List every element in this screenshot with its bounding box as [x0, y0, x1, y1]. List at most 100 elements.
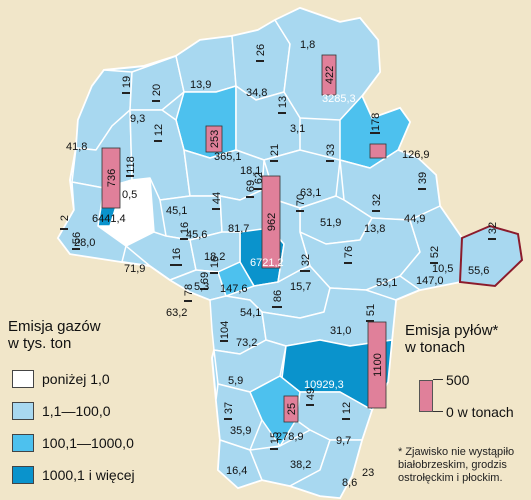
gas-value-label: 34,8 — [246, 87, 267, 99]
gas-value-label: 18,2 — [204, 251, 225, 263]
dust-value-label: 12 — [153, 124, 165, 136]
gas-value-label: 6721,2 — [250, 257, 284, 269]
gas-value-label: 18,1 — [240, 165, 261, 177]
dust-bar — [256, 60, 264, 62]
gas-value-label: 63,2 — [166, 307, 187, 319]
gas-value-label: 35,9 — [230, 425, 251, 437]
dust-bar — [224, 418, 232, 420]
gas-legend-title: Emisja gazów w tys. ton — [8, 318, 101, 352]
dust-bar — [212, 208, 220, 210]
dust-value-label: 39 — [417, 172, 429, 184]
dust-value-label: 52 — [429, 246, 441, 258]
gas-value-label: 3285,3 — [322, 93, 356, 105]
dust-bar — [344, 262, 352, 264]
dust-value-label: 104 — [219, 321, 231, 339]
gas-value-label: 16,4 — [226, 465, 247, 477]
gas-legend-title-line1: Emisja gazów — [8, 318, 101, 335]
dust-bar — [72, 248, 80, 250]
dust-bar — [126, 175, 134, 177]
footnote: * Zjawisko nie wystąpiło białobrzeskim, … — [398, 446, 514, 485]
dust-bar — [254, 188, 262, 190]
dust-bars — [60, 54, 496, 450]
gas-value-label: 31,0 — [330, 325, 351, 337]
dust-value-label: 178 — [370, 113, 382, 131]
gas-value-label: 147,0 — [416, 275, 444, 287]
highlighted-district-border — [458, 224, 524, 288]
dust-value-label: 78 — [183, 284, 195, 296]
dust-bar — [270, 160, 278, 162]
dust-legend-zero: 0 w tonach — [446, 404, 514, 420]
dust-bar — [366, 320, 374, 322]
dust-bar — [300, 270, 310, 272]
gas-value-label: 41,8 — [66, 141, 87, 153]
gas-value-label: 9,3 — [130, 113, 145, 125]
dust-value-label: 62 — [253, 172, 265, 184]
gas-value-label: 73,2 — [236, 337, 257, 349]
gas-value-label: 53,1 — [376, 277, 397, 289]
gas-legend-label: 1000,1 i więcej — [42, 467, 135, 483]
dust-legend-max: 500 — [446, 372, 470, 388]
dust-bar — [430, 262, 438, 264]
gas-legend-swatch — [12, 434, 34, 452]
gas-legend-label: 1,1—100,0 — [42, 403, 111, 419]
gas-value-label: 1,8 — [300, 39, 315, 51]
dust-value-label: 86 — [272, 290, 284, 302]
footnote-line2: białobrzeskim, grodzis — [398, 459, 507, 471]
dust-bar — [272, 306, 282, 308]
gas-value-label: 44,9 — [404, 213, 425, 225]
dust-value-label: 37 — [223, 402, 235, 414]
gas-legend-swatch — [12, 466, 34, 484]
gas-value-label: 13,9 — [190, 79, 211, 91]
dust-bar — [210, 272, 218, 274]
dust-value-label: 15 — [269, 432, 281, 444]
dust-bar — [154, 140, 162, 142]
gas-legend-swatch — [12, 370, 34, 388]
gas-value-label: 278,9 — [276, 431, 304, 443]
dust-value-label: 253 — [209, 130, 221, 148]
gas-value-label: 51,9 — [320, 217, 341, 229]
dust-value-label: 32 — [371, 194, 383, 206]
dust-legend-title-line2: w tonach — [405, 339, 466, 356]
dust-value-label: 32 — [487, 222, 499, 234]
dust-value-label: 49 — [305, 388, 317, 400]
dust-value-label: 21 — [269, 144, 281, 156]
county-region — [217, 439, 263, 489]
dust-bar — [261, 175, 281, 269]
gas-value-label: 23 — [362, 467, 374, 479]
dust-value-label: 12 — [341, 402, 353, 414]
dust-bar — [60, 228, 68, 230]
gas-value-label: 45,6 — [186, 229, 207, 241]
dust-legend-title-line1: Emisja pyłów* — [405, 322, 499, 339]
dust-value-label: 16 — [179, 222, 191, 234]
dust-bar — [321, 54, 337, 96]
dust-bar — [488, 238, 496, 240]
footnote-line3: ostrołęckim i płockim. — [398, 472, 503, 484]
dust-legend-tick-top — [433, 379, 443, 380]
county-region — [289, 439, 363, 499]
dust-value-label: 69 — [245, 180, 257, 192]
gas-value-label: 71,9 — [124, 263, 145, 275]
dust-value-label: 25 — [286, 403, 298, 415]
dust-bar — [122, 92, 130, 94]
gas-legend-swatch — [12, 402, 34, 420]
dust-value-label: 20 — [151, 84, 163, 96]
dust-value-label: 2 — [59, 215, 71, 221]
dust-value-label: 16 — [209, 256, 221, 268]
dust-bar — [278, 112, 286, 114]
dust-legend-tick-bottom — [433, 411, 443, 412]
dust-legend-title: Emisja pyłów* w tonach — [405, 322, 498, 356]
gas-value-label: 63,1 — [300, 187, 321, 199]
gas-value-label: 54,1 — [240, 307, 261, 319]
dust-bar — [370, 132, 380, 134]
gas-legend-label: 100,1—1000,0 — [42, 435, 134, 451]
dust-value-label: 56 — [71, 232, 83, 244]
gas-value-label: 6441,4 — [92, 213, 126, 225]
gas-value-label: 10929,3 — [304, 379, 344, 391]
gas-value-label: 15,7 — [290, 281, 311, 293]
dust-bar — [367, 321, 387, 409]
dust-bar — [101, 147, 121, 209]
dust-value-label: 1100 — [372, 353, 384, 377]
gas-value-label: 45,1 — [166, 205, 187, 217]
dust-value-label: 16 — [171, 248, 183, 260]
